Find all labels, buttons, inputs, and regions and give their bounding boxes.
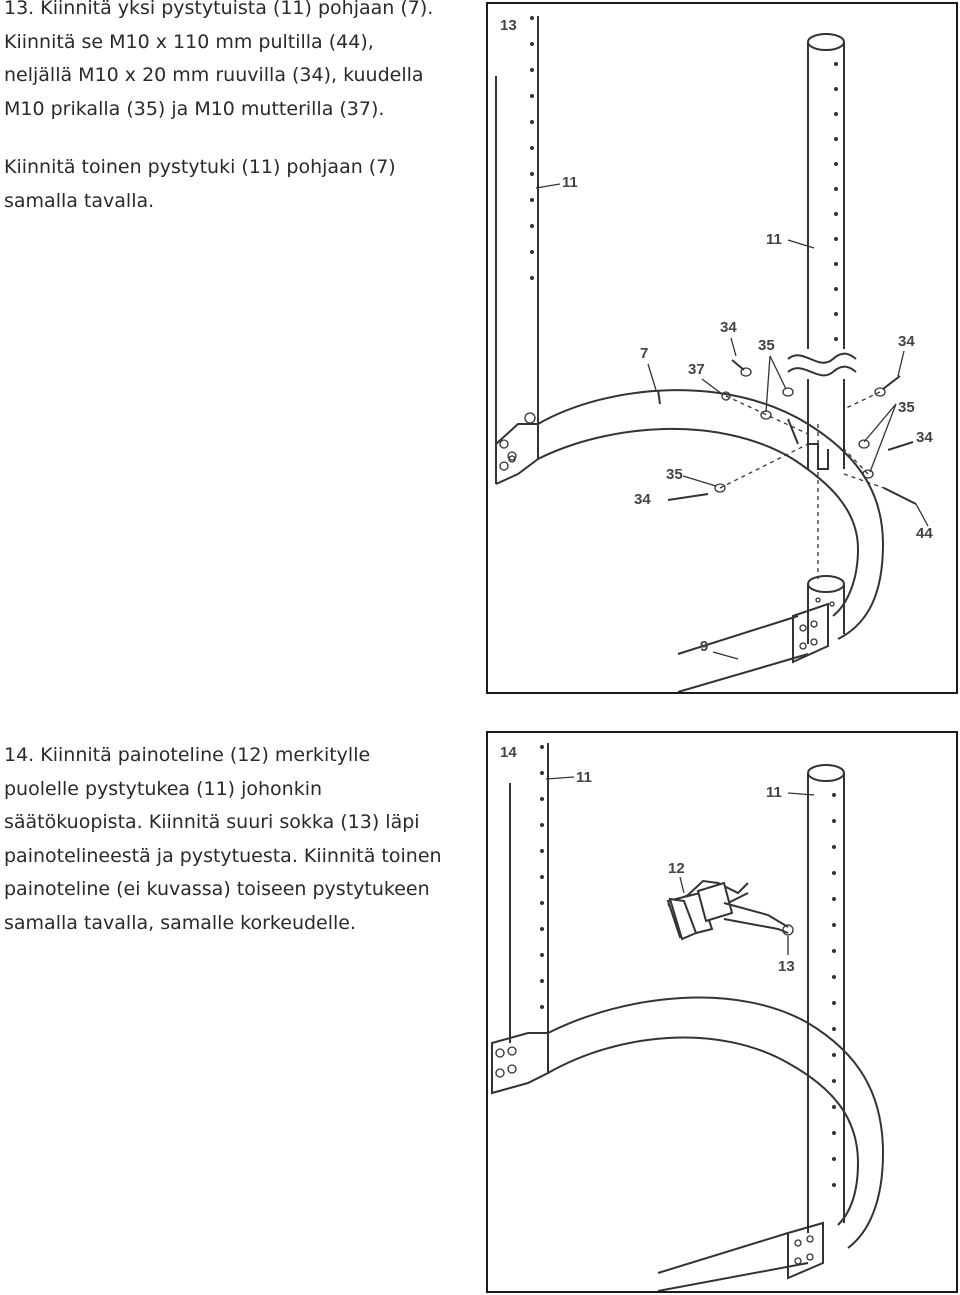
label-base-frame: 7 [640, 345, 648, 362]
figure-13-step-number: 13 [500, 17, 517, 34]
hardware-left: 34 35 37 35 34 [634, 319, 809, 508]
step-13-line: 13. Kiinnitä yksi pystytuista (11) pohja… [4, 0, 434, 19]
label-washer-top: 35 [758, 337, 775, 354]
weight-holder [666, 879, 794, 941]
label-screw-top-right: 34 [898, 333, 915, 350]
step-14-line: puolelle pystytukea (11) johonkin [4, 777, 323, 800]
upright-right [807, 764, 845, 1233]
step-14-line: samalla tavalla, samalle korkeudelle. [4, 911, 357, 934]
base-frame [547, 996, 885, 1291]
step-13-instructions: 13. Kiinnitä yksi pystytuista (11) pohja… [4, 0, 474, 126]
label-washer-bottom-left: 35 [666, 466, 683, 483]
assembly-figure-14: 14 11 [486, 731, 958, 1293]
step-13-line: neljällä M10 x 20 mm ruuvilla (34), kuud… [4, 64, 424, 86]
step-13-second-paragraph: Kiinnitä toinen pystytuki (11) pohjaan (… [4, 151, 474, 218]
step-13-p2-line: samalla tavalla. [4, 189, 155, 212]
step-14-line: painoteline (ei kuvassa) toiseen pystytu… [4, 878, 430, 900]
step-13-line: Kiinnitä se M10 x 110 mm pultilla (44), [4, 30, 374, 53]
hardware-right: 34 35 34 44 [843, 333, 933, 542]
label-upright-right: 11 [766, 784, 782, 801]
label-screw-right: 34 [916, 429, 933, 446]
assembly-figure-13: 13 11 [486, 2, 958, 694]
label-washer-right: 35 [898, 399, 915, 416]
step-13-p2-line: Kiinnitä toinen pystytuki (11) pohjaan (… [4, 156, 396, 178]
label-pin: 13 [778, 958, 795, 975]
figure-13-drawing: 13 11 [495, 16, 933, 692]
step-14-line: 14. Kiinnitä painoteline (12) merkitylle [4, 744, 371, 766]
label-screw-bottom-left: 34 [634, 491, 651, 508]
label-bolt: 44 [916, 525, 933, 542]
label-screw-top-left: 34 [720, 319, 737, 336]
step-13-line: M10 prikalla (35) ja M10 mutterilla (37)… [4, 97, 385, 120]
figure-14-drawing: 14 11 [491, 743, 885, 1291]
step-14-instructions: 14. Kiinnitä painoteline (12) merkitylle… [4, 739, 474, 940]
upright-left [491, 743, 549, 1095]
step-14-line: painotelineestä ja pystytuesta. Kiinnitä… [4, 844, 442, 867]
label-upright-left: 11 [576, 769, 592, 786]
label-nut: 37 [688, 361, 705, 378]
socket [807, 575, 845, 644]
base-frame [537, 389, 885, 692]
label-upright-right: 11 [766, 231, 782, 248]
figure-14-step-number: 14 [500, 744, 517, 761]
upright-left [495, 16, 539, 485]
label-base-tube: 9 [700, 638, 708, 655]
upright-right [787, 33, 857, 579]
label-upright-left: 11 [562, 174, 578, 191]
label-weight-holder: 12 [668, 860, 685, 877]
step-14-line: säätökuopista. Kiinnitä suuri sokka (13)… [4, 811, 420, 833]
